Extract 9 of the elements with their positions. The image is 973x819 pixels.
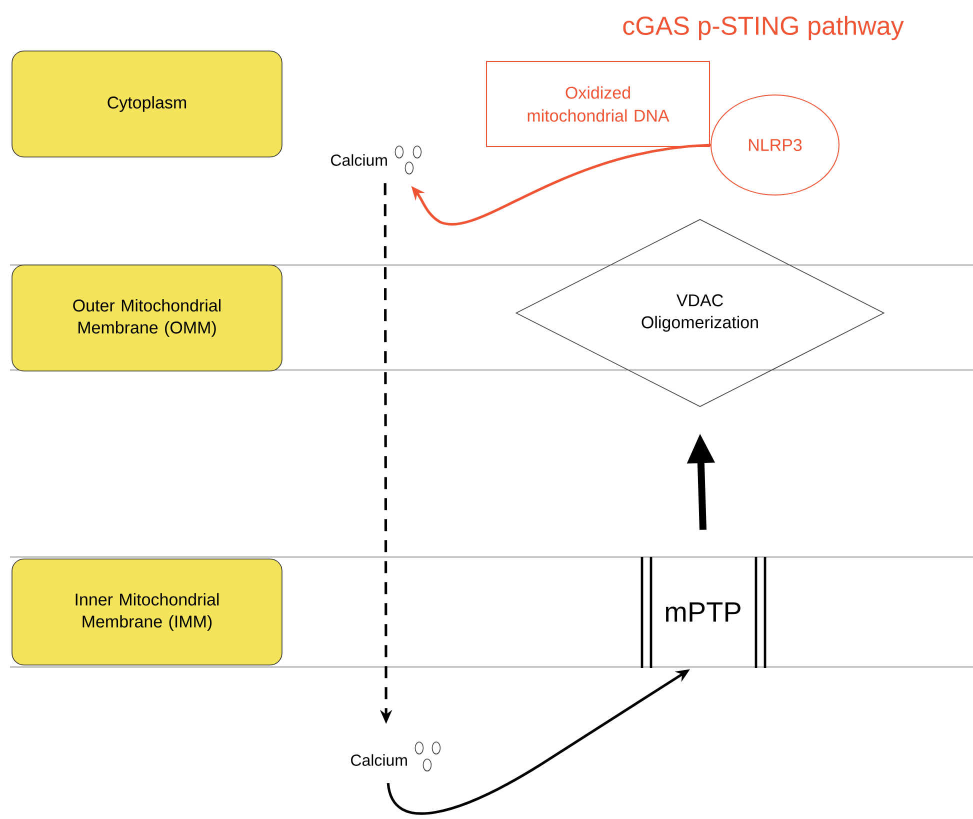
channel-label: mPTP [666,602,740,622]
layer-label-box: Cytoplasm [12,50,282,158]
label-text: Calcium [331,154,387,166]
title: cGAS p-STING pathway [623,16,904,40]
layer-label-box: Inner Mitochondrial Membrane (IMM) [12,558,282,666]
text-box: Oxidized mitochondrial DNA [486,61,710,147]
ellipse-node: NLRP3 [710,94,840,196]
label-text: Calcium [351,754,407,766]
layer-label-box: Outer Mitochondrial Membrane (OMM) [12,264,282,372]
